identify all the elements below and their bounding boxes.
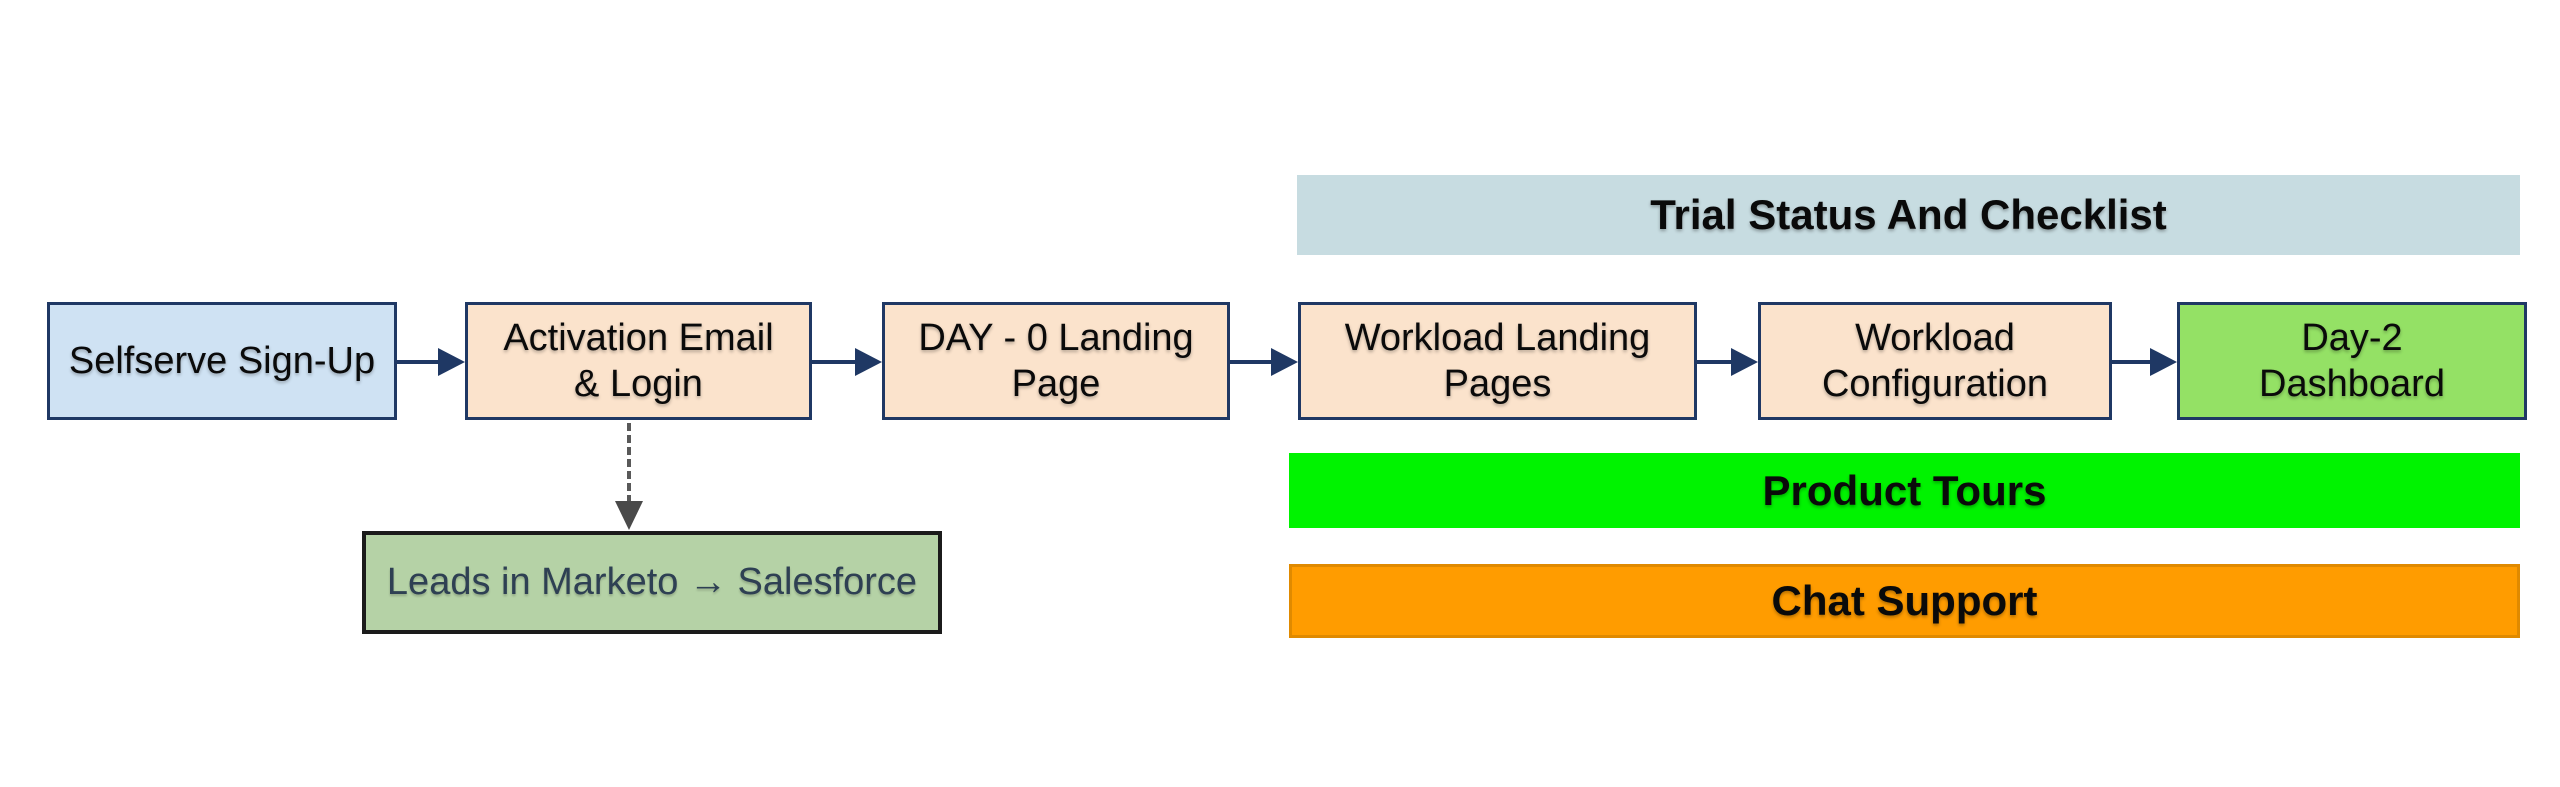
flow-box-day0-landing-page-label: DAY - 0 Landing Page: [918, 317, 1194, 405]
trial-status-banner: Trial Status And Checklist: [1297, 175, 2520, 255]
flow-arrow-4-shaft: [1697, 360, 1731, 364]
flow-arrow-3-shaft: [1230, 360, 1271, 364]
marketo-salesforce-box: Leads in Marketo → Salesforce: [362, 531, 942, 634]
flow-box-day2-dashboard: Day-2 Dashboard: [2177, 302, 2527, 420]
flow-arrow-4: [1697, 348, 1758, 376]
flow-box-selfserve-signup-label: Selfserve Sign-Up: [68, 340, 376, 382]
flow-arrow-5-shaft: [2112, 360, 2150, 364]
chat-support-banner: Chat Support: [1289, 564, 2520, 638]
flow-box-day0-landing-page: DAY - 0 Landing Page: [882, 302, 1230, 420]
flow-box-activation-email-login-label: Activation Email & Login: [503, 317, 774, 405]
dashed-connector-line: [627, 423, 631, 503]
flow-arrow-1-head-icon: [438, 348, 465, 376]
product-tours-banner-label: Product Tours: [1762, 466, 2047, 514]
flow-box-workload-configuration: Workload Configuration: [1758, 302, 2112, 420]
flow-arrow-4-head-icon: [1731, 348, 1758, 376]
flow-arrow-2-shaft: [812, 360, 855, 364]
flow-arrow-2-head-icon: [855, 348, 882, 376]
flow-box-workload-landing-pages: Workload Landing Pages: [1298, 302, 1697, 420]
dashed-connector-arrowhead-icon: [615, 501, 643, 530]
flow-arrow-3-head-icon: [1271, 348, 1298, 376]
flow-box-day2-dashboard-label: Day-2 Dashboard: [2259, 317, 2445, 405]
flow-arrow-5-head-icon: [2150, 348, 2177, 376]
marketo-salesforce-box-label: Leads in Marketo → Salesforce: [386, 561, 918, 603]
flow-box-workload-landing-pages-label: Workload Landing Pages: [1344, 317, 1651, 405]
product-tours-banner: Product Tours: [1289, 453, 2520, 528]
flow-arrow-5: [2112, 348, 2177, 376]
flow-arrow-3: [1230, 348, 1298, 376]
flow-arrow-2: [812, 348, 882, 376]
flow-arrow-1: [397, 348, 465, 376]
flow-arrow-1-shaft: [397, 360, 438, 364]
chat-support-banner-label: Chat Support: [1771, 577, 2038, 624]
flow-box-workload-configuration-label: Workload Configuration: [1821, 317, 2049, 405]
flow-box-selfserve-signup: Selfserve Sign-Up: [47, 302, 397, 420]
trial-status-banner-label: Trial Status And Checklist: [1650, 191, 2167, 238]
flow-box-activation-email-login: Activation Email & Login: [465, 302, 812, 420]
